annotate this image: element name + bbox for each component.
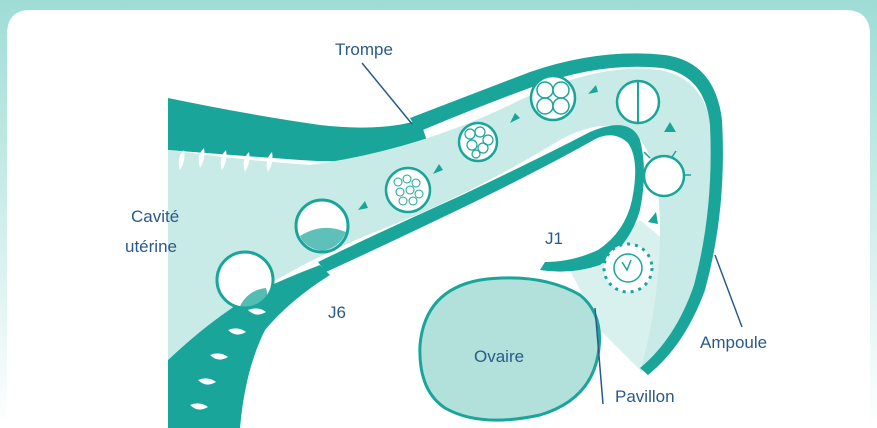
label-j6: J6: [328, 303, 346, 322]
label-ampoule: Ampoule: [700, 333, 767, 352]
label-cavite-line1: Cavité: [131, 207, 179, 226]
early-blastocyst: [296, 200, 348, 252]
blastocyst-j6: [217, 252, 273, 308]
label-j1: J1: [545, 229, 563, 248]
oocyte-j1: [604, 244, 652, 292]
label-ovaire: Ovaire: [474, 347, 524, 366]
label-cavite-line2: utérine: [125, 237, 177, 256]
two-cell-embryo: [617, 81, 659, 123]
compact-morula: [386, 168, 430, 212]
four-cell-embryo: [531, 76, 575, 120]
morula: [459, 123, 497, 161]
label-trompe: Trompe: [335, 40, 393, 59]
label-pavillon: Pavillon: [615, 387, 675, 406]
